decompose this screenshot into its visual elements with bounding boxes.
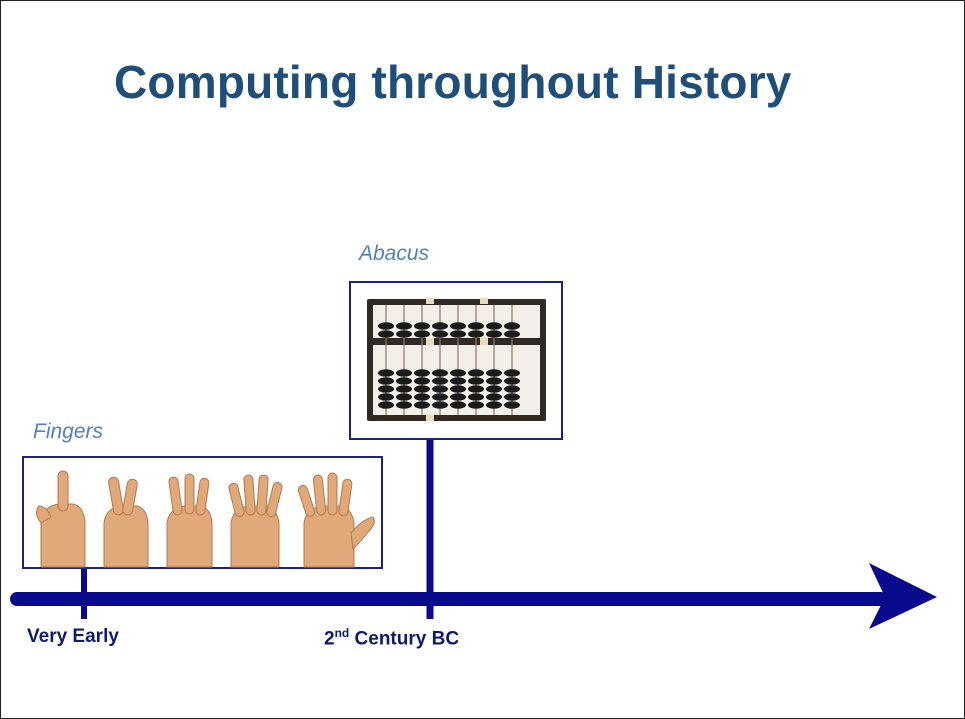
abacus-image [367, 298, 546, 421]
hand-five-icon [297, 472, 375, 568]
ordinal-suffix: nd [334, 626, 350, 640]
timeline-arrowhead [869, 563, 937, 629]
hand-four-icon [228, 474, 283, 568]
century-text: Century BC [349, 628, 460, 650]
hand-three-icon [166, 473, 213, 568]
very-early-label: Very Early [27, 626, 119, 647]
hand-two-icon [103, 476, 149, 568]
hand-one-icon [35, 470, 86, 568]
fingers-image [35, 470, 375, 568]
abacus-caption: Abacus [359, 242, 430, 265]
slide-title: Computing throughout History [114, 56, 792, 108]
ordinal-number: 2 [324, 628, 335, 650]
second-century-bc-label: 2nd Century BC [324, 626, 459, 650]
fingers-caption: Fingers [33, 420, 104, 443]
